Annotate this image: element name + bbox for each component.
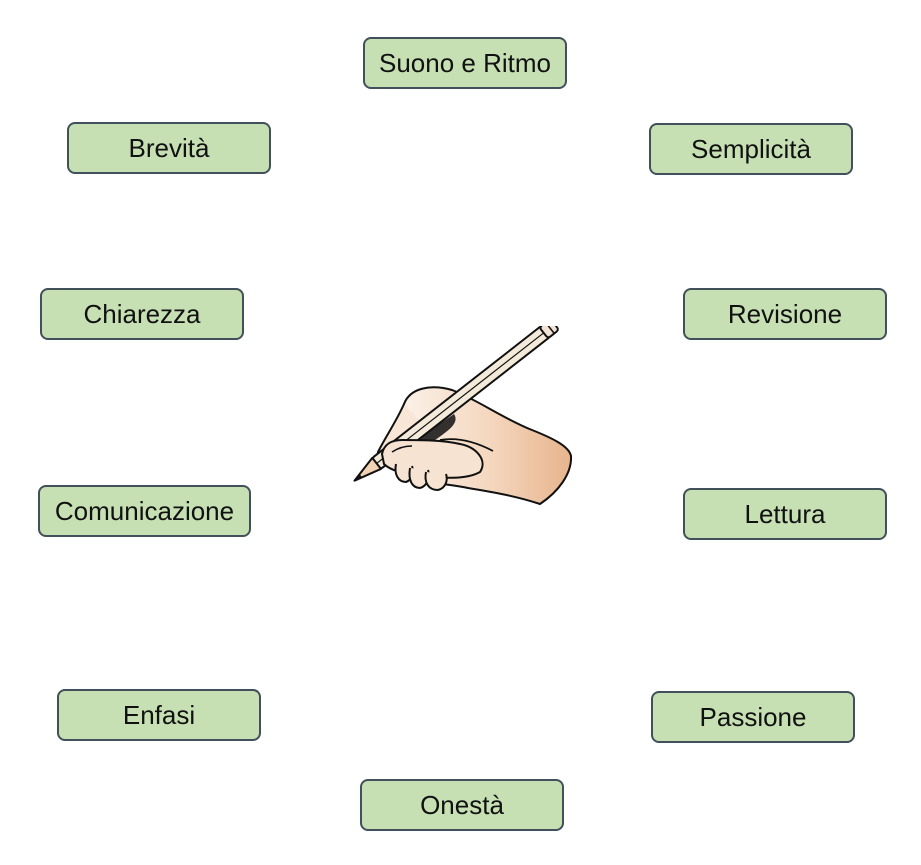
node-label: Chiarezza [83,299,201,329]
node-label: Enfasi [122,700,196,730]
node-onesta: Onestà [360,779,564,831]
node-label: Brevità [128,133,210,163]
node-enfasi: Enfasi [57,689,261,741]
node-suono-e-ritmo: Suono e Ritmo [363,37,567,89]
node-label: Onestà [420,790,504,820]
node-semplicita: Semplicità [649,123,853,175]
node-label: Revisione [727,299,843,329]
node-label: Comunicazione [54,496,235,526]
node-chiarezza: Chiarezza [40,288,244,340]
node-revisione: Revisione [683,288,887,340]
node-brevita: Brevità [67,122,271,174]
node-comunicazione: Comunicazione [38,485,251,537]
node-label: Suono e Ritmo [379,48,551,78]
node-label: Passione [699,702,807,732]
node-passione: Passione [651,691,855,743]
node-label: Semplicità [691,134,811,164]
node-label: Lettura [744,499,826,529]
node-lettura: Lettura [683,488,887,540]
hand-writing-with-pencil-icon [353,326,573,505]
